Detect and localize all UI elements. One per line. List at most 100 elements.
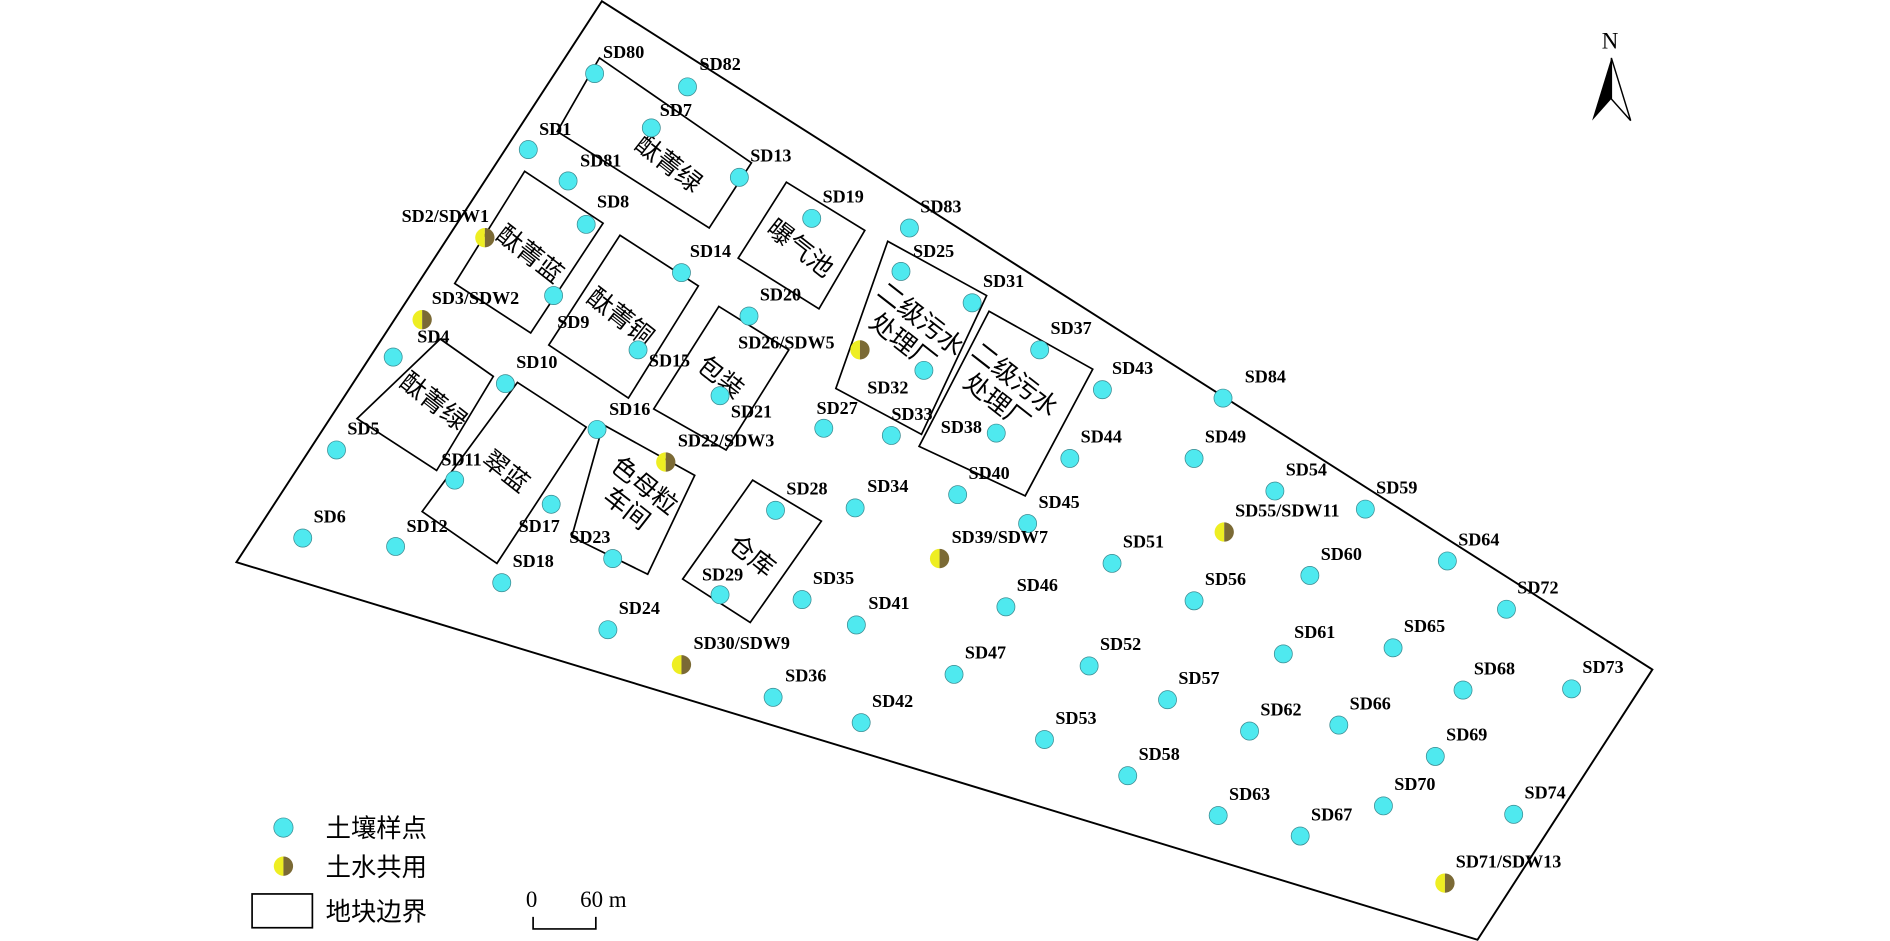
sample-point[interactable]: SD67 (1290, 804, 1352, 846)
sample-point[interactable]: SD22/SDW3 (656, 430, 774, 472)
sample-point[interactable]: SD42 (851, 691, 913, 733)
sample-point[interactable]: SD53 (1035, 708, 1097, 749)
sample-point[interactable]: SD65 (1383, 616, 1445, 658)
sample-point[interactable]: SD3/SDW2 (432, 286, 564, 308)
sample-point[interactable]: SD4 (383, 327, 449, 367)
sample-point[interactable]: SD14 (672, 241, 731, 283)
sample-point[interactable]: SD72 (1497, 578, 1559, 619)
sample-point-label: SD8 (597, 192, 629, 212)
sample-point[interactable]: SD43 (1092, 358, 1153, 400)
soil-point-icon (587, 420, 607, 439)
sample-point[interactable]: SD5 (327, 418, 380, 460)
sample-point[interactable]: SD16 (587, 399, 650, 439)
sample-point[interactable]: SD27 (814, 398, 858, 438)
sample-point[interactable]: SD23 (569, 527, 623, 568)
sample-point[interactable]: SD61 (1273, 622, 1335, 664)
legend-shared-icon (273, 856, 294, 876)
sample-point[interactable]: SD47 (944, 643, 1006, 684)
sample-point[interactable]: SD41 (846, 593, 910, 635)
building-label: 酞菁铜 (582, 281, 660, 351)
sample-point[interactable]: SD7 (641, 100, 692, 138)
sample-point[interactable]: SD39/SDW7 (929, 527, 1048, 569)
sample-point[interactable]: SD35 (792, 568, 854, 609)
sample-point[interactable]: SD38 (941, 417, 1006, 443)
sample-point-label: SD1 (539, 119, 571, 139)
sample-point[interactable]: SD2/SDW1 (402, 206, 495, 248)
sample-point[interactable]: SD13 (729, 146, 791, 187)
sample-point[interactable]: SD6 (293, 506, 346, 548)
soil-point-icon (962, 293, 982, 313)
sample-point[interactable]: SD57 (1158, 668, 1220, 710)
sample-point[interactable]: SD9 (412, 310, 589, 332)
sample-point-label: SD84 (1245, 366, 1286, 386)
sample-point[interactable]: SD68 (1453, 658, 1515, 700)
sample-point[interactable]: SD44 (1060, 427, 1122, 468)
sample-point[interactable]: SD80 (585, 42, 645, 84)
sample-point[interactable]: SD64 (1437, 529, 1499, 571)
sample-point[interactable]: SD46 (996, 575, 1058, 617)
sample-point[interactable]: SD8 (576, 192, 629, 234)
sample-point[interactable]: SD25 (891, 241, 954, 281)
sample-point[interactable]: SD19 (802, 187, 864, 228)
sample-point[interactable]: SD12 (386, 516, 448, 556)
sample-point[interactable]: SD74 (1504, 783, 1566, 824)
sample-point[interactable]: SD32 (867, 360, 934, 397)
sample-point[interactable]: SD55/SDW11 (1214, 500, 1340, 542)
sample-point[interactable]: SD26/SDW5 (738, 333, 870, 360)
sample-point-label: SD69 (1446, 725, 1487, 745)
sample-point[interactable]: SD60 (1300, 544, 1362, 585)
sample-point[interactable]: SD29 (702, 564, 743, 605)
sample-point[interactable]: SD37 (1030, 318, 1092, 360)
sample-point[interactable]: SD31 (962, 271, 1024, 313)
sample-point[interactable]: SD52 (1079, 634, 1141, 676)
soil-point-icon (1079, 656, 1099, 676)
sample-point[interactable]: SD33 (881, 404, 933, 445)
sample-point[interactable]: SD11 (441, 450, 482, 490)
soil-point-icon (1092, 380, 1112, 400)
sample-point[interactable]: SD66 (1329, 693, 1391, 735)
sample-point[interactable]: SD21 (710, 386, 772, 422)
sample-point[interactable]: SD58 (1118, 744, 1180, 786)
soil-point-icon (576, 214, 596, 234)
sample-point[interactable]: SD81 (558, 150, 621, 191)
sample-point[interactable]: SD18 (492, 551, 554, 593)
soil-point-icon (986, 423, 1006, 443)
sample-point[interactable]: SD56 (1184, 569, 1246, 611)
sample-point[interactable]: SD49 (1184, 427, 1246, 468)
sample-point[interactable]: SD71/SDW13 (1435, 851, 1561, 893)
sample-point[interactable]: SD82 (678, 54, 741, 97)
sample-point[interactable]: SD10 (495, 352, 557, 394)
soil-point-icon (814, 418, 834, 438)
sample-point[interactable]: SD73 (1562, 657, 1624, 699)
sample-point[interactable]: SD34 (845, 476, 908, 518)
sample-point-label: SD22/SDW3 (678, 430, 774, 450)
sample-point[interactable]: SD83 (900, 196, 961, 238)
soil-point-icon (1453, 680, 1473, 700)
sample-point[interactable]: SD30/SDW9 (671, 633, 790, 675)
sample-point[interactable]: SD51 (1102, 532, 1164, 573)
sample-point-label: SD14 (690, 241, 731, 261)
sample-point-label: SD73 (1582, 657, 1623, 677)
sample-point[interactable]: SD40 (948, 463, 1010, 505)
sample-point[interactable]: SD17 (519, 494, 561, 536)
sample-point[interactable]: SD1 (518, 119, 571, 160)
sample-point-label: SD46 (1017, 575, 1058, 595)
building-label: 酞菁绿 (395, 366, 473, 436)
sample-point[interactable]: SD20 (739, 284, 801, 326)
sample-point-label: SD4 (417, 327, 449, 347)
sample-point[interactable]: SD28 (766, 479, 828, 520)
sample-point-label: SD27 (817, 398, 858, 418)
sample-point[interactable]: SD59 (1355, 477, 1417, 519)
sample-point[interactable]: SD15 (628, 340, 690, 371)
sample-point[interactable]: SD45 (1018, 492, 1080, 533)
sample-point[interactable]: SD36 (763, 666, 826, 707)
sample-point[interactable]: SD70 (1374, 774, 1435, 816)
sample-point[interactable]: SD84 (1213, 366, 1286, 408)
sample-point[interactable]: SD24 (598, 598, 660, 640)
sample-point[interactable]: SD54 (1265, 459, 1327, 501)
sample-point-label: SD74 (1525, 783, 1566, 803)
sample-point[interactable]: SD63 (1208, 784, 1270, 825)
sample-point[interactable]: SD69 (1425, 725, 1487, 766)
soil-point-icon (739, 306, 759, 326)
sample-point[interactable]: SD62 (1240, 699, 1302, 741)
